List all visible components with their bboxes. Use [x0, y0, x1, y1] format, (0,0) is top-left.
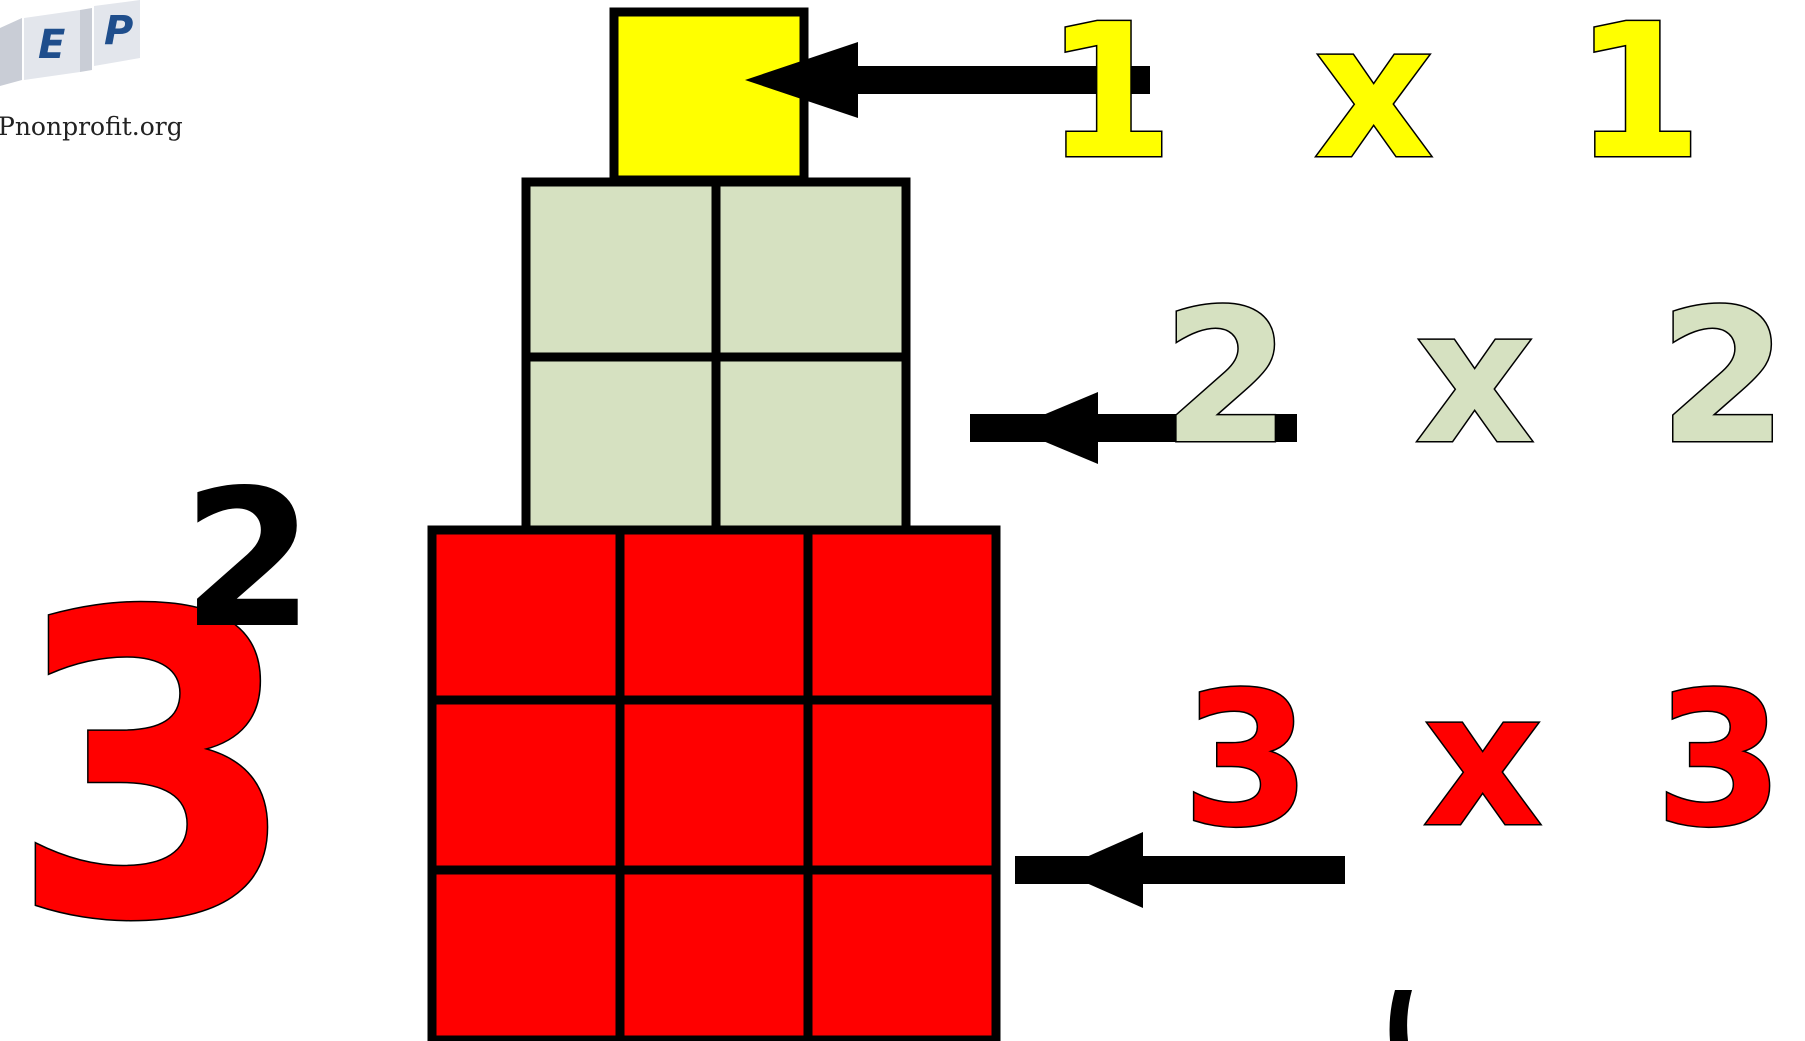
grid-2x2: [521, 177, 911, 537]
logo-url: Pnonprofit.org: [0, 112, 183, 141]
grid-square: [803, 525, 1001, 705]
grid-square: [427, 695, 625, 875]
partial-mark: [1389, 990, 1412, 1041]
grid-3x3: [427, 525, 1001, 1041]
grid-square: [521, 177, 721, 362]
base-number: 3: [6, 525, 301, 1014]
exponent-number: 2: [182, 449, 315, 670]
grid-square: [609, 7, 809, 185]
logo-letter-e: E: [38, 22, 65, 68]
logo-letter-p: P: [104, 8, 133, 54]
equation-2x2: 2 x 2: [1161, 269, 1805, 485]
grid-square: [615, 865, 813, 1041]
grid-square: [711, 352, 911, 537]
grid-square: [803, 865, 1001, 1041]
arrow-1: [745, 42, 1150, 118]
logo: E P Pnonprofit.org: [0, 0, 200, 160]
arrow-2: [970, 392, 1297, 464]
grid-square: [521, 352, 721, 537]
equation-3x3: 3 x 3: [1181, 652, 1805, 868]
grid-square: [711, 177, 911, 362]
grid-square: [615, 695, 813, 875]
grid-1x1: [609, 7, 809, 185]
grid-square: [803, 695, 1001, 875]
logo-mark: E P: [0, 0, 140, 86]
equation-1x1: 1 x 1: [1044, 0, 1741, 200]
grid-square: [615, 525, 813, 705]
grid-square: [427, 865, 625, 1041]
grid-square: [427, 525, 625, 705]
arrow-3: [1015, 832, 1345, 908]
